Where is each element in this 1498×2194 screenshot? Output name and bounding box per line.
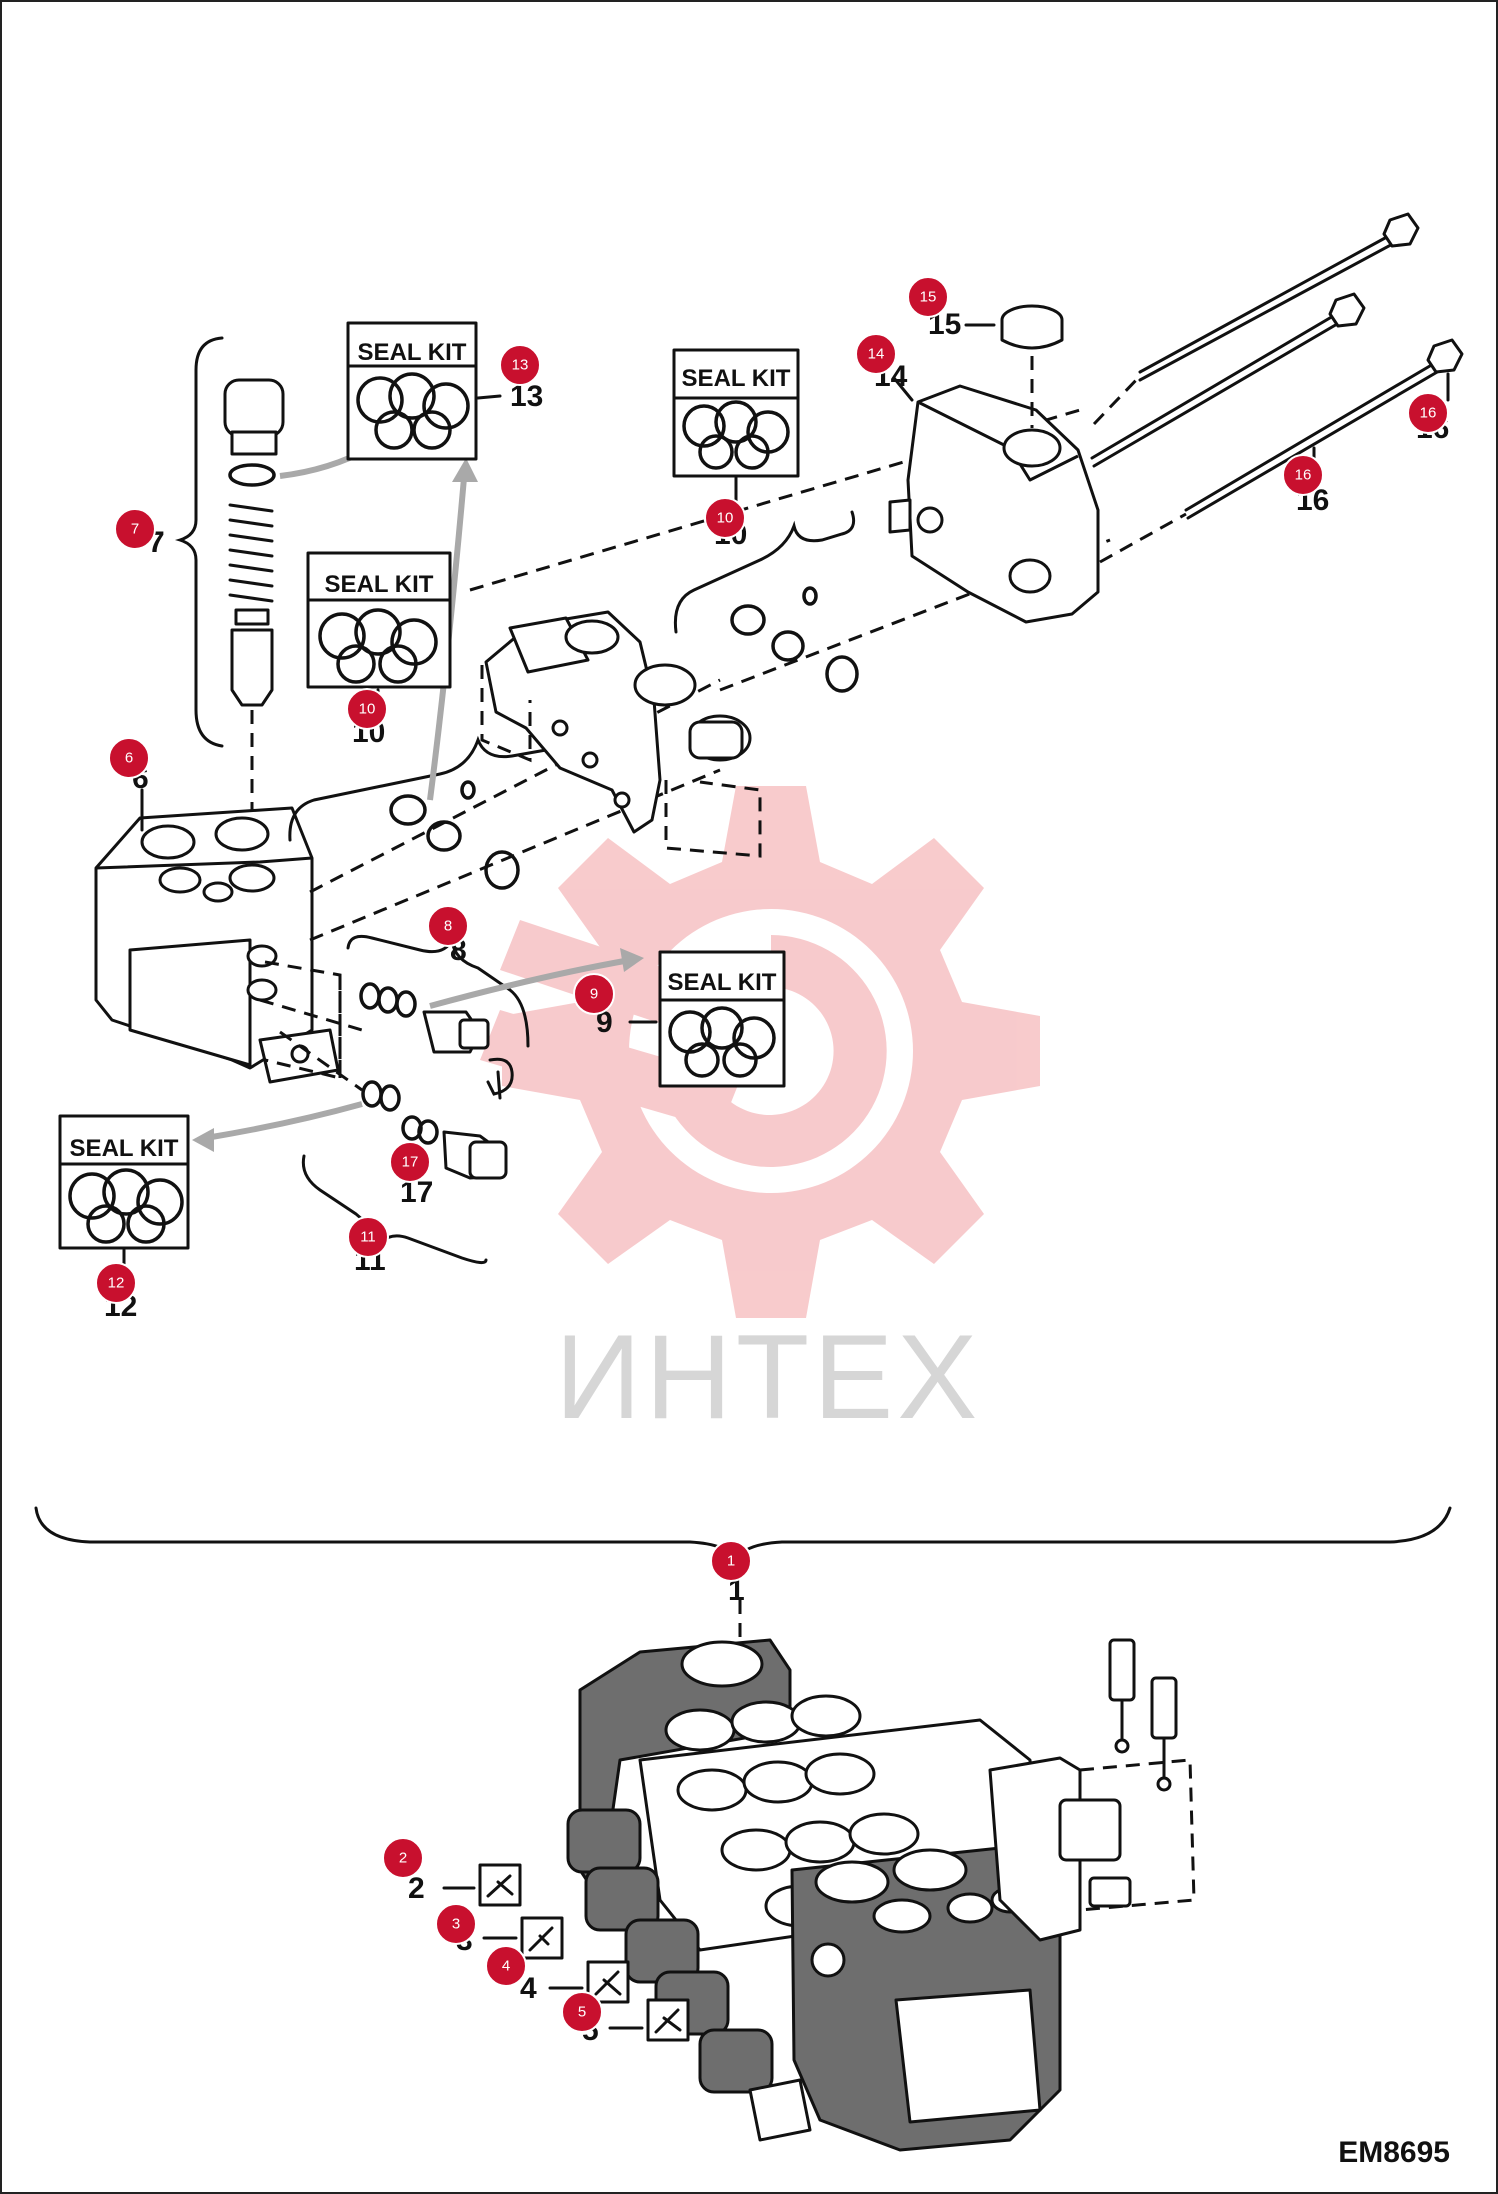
svg-text:13: 13 (512, 357, 529, 374)
svg-text:4: 4 (502, 1958, 510, 1975)
callout-badge-16a[interactable]: 16 (1407, 392, 1449, 434)
callout-badges[interactable]: 1 2 3 4 5 6 7 8 9 10 10 11 12 13 14 15 1… (95, 276, 1449, 2033)
callout-badge-5[interactable]: 5 (561, 1991, 603, 2033)
arrow-to-kit-12 (205, 1101, 363, 1141)
callout-badge-17[interactable]: 17 (389, 1141, 431, 1183)
svg-text:3: 3 (452, 1916, 460, 1933)
callout-badge-9[interactable]: 9 (573, 973, 615, 1015)
seal-kit-title: SEAL KIT (668, 969, 777, 996)
watermark-brand: ИНТЕХ (555, 1310, 981, 1444)
seal-kit-12: SEAL KIT (58, 1114, 190, 1250)
plug-item-15 (1000, 304, 1064, 428)
svg-text:9: 9 (590, 986, 598, 1003)
leader-lines (122, 323, 1450, 2030)
work-section-body (480, 610, 762, 858)
svg-text:2: 2 (399, 1850, 407, 1867)
svg-text:10: 10 (717, 510, 734, 527)
arrow-head (620, 948, 644, 972)
o-ring-set-10-upper (730, 586, 859, 693)
inlet-section-body (94, 806, 340, 1084)
svg-text:16: 16 (1295, 467, 1312, 484)
callout-label-9: 9 (596, 1006, 613, 1039)
seal-kit-title: SEAL KIT (70, 1135, 179, 1162)
callout-badge-1[interactable]: 1 (710, 1540, 752, 1582)
callout-badge-3[interactable]: 3 (435, 1903, 477, 1945)
callout-badge-10b[interactable]: 10 (346, 688, 388, 730)
coil-icon-3 (520, 1916, 564, 1960)
coil-icon-5 (646, 1998, 690, 2042)
callout-badge-10a[interactable]: 10 (704, 497, 746, 539)
arrow-head (192, 1128, 214, 1152)
svg-text:15: 15 (920, 289, 937, 306)
callout-label-1: 1 (728, 1574, 745, 1607)
callout-badge-2[interactable]: 2 (382, 1837, 424, 1879)
seal-kit-title: SEAL KIT (325, 571, 434, 598)
svg-text:6: 6 (125, 750, 133, 767)
figure-code: EM8695 (1338, 2136, 1450, 2169)
arrow-head (452, 458, 478, 482)
callout-badge-11[interactable]: 11 (347, 1216, 389, 1258)
svg-text:12: 12 (108, 1275, 125, 1292)
svg-text:7: 7 (131, 521, 139, 538)
callout-badge-6[interactable]: 6 (108, 737, 150, 779)
svg-text:5: 5 (578, 2004, 586, 2021)
seal-kit-10-upper: SEAL KIT (672, 348, 800, 478)
seal-kit-title: SEAL KIT (682, 365, 791, 392)
callout-badge-15[interactable]: 15 (907, 276, 949, 318)
svg-text:17: 17 (402, 1154, 419, 1171)
callout-badge-8[interactable]: 8 (427, 905, 469, 947)
svg-text:1: 1 (727, 1553, 735, 1570)
seal-kit-13: SEAL KIT (346, 321, 478, 461)
callout-badge-13[interactable]: 13 (499, 344, 541, 386)
relief-cartridge (223, 378, 285, 885)
outlet-end-section (888, 384, 1100, 624)
seal-kit-9: SEAL KIT (658, 950, 786, 1088)
assembly-line (309, 678, 721, 894)
callout-badge-7[interactable]: 7 (114, 508, 156, 550)
o-ring-set-10-lower (389, 780, 520, 890)
seal-kit-10-lower: SEAL KIT (306, 551, 452, 689)
callout-label-2: 2 (408, 1872, 425, 1905)
seal-kit-title: SEAL KIT (358, 339, 467, 366)
callout-label-4: 4 (520, 1972, 537, 2005)
callout-badge-4[interactable]: 4 (485, 1945, 527, 1987)
svg-text:8: 8 (444, 918, 452, 935)
svg-text:14: 14 (868, 346, 885, 363)
tie-rods-item-16 (1090, 212, 1464, 564)
svg-text:16: 16 (1420, 405, 1437, 422)
callout-badge-16b[interactable]: 16 (1282, 454, 1324, 496)
callout-badge-14[interactable]: 14 (855, 333, 897, 375)
bracket-item-7 (174, 336, 224, 748)
valve-assembly (566, 1638, 1196, 2152)
arrow-to-kit-9 (429, 957, 631, 1009)
relief-valve-parts (259, 976, 514, 1180)
svg-text:10: 10 (359, 701, 376, 718)
bracket-item-10-upper (673, 510, 856, 634)
callout-badge-12[interactable]: 12 (95, 1262, 137, 1304)
coil-icon-2 (478, 1863, 522, 1907)
svg-text:11: 11 (360, 1229, 376, 1246)
